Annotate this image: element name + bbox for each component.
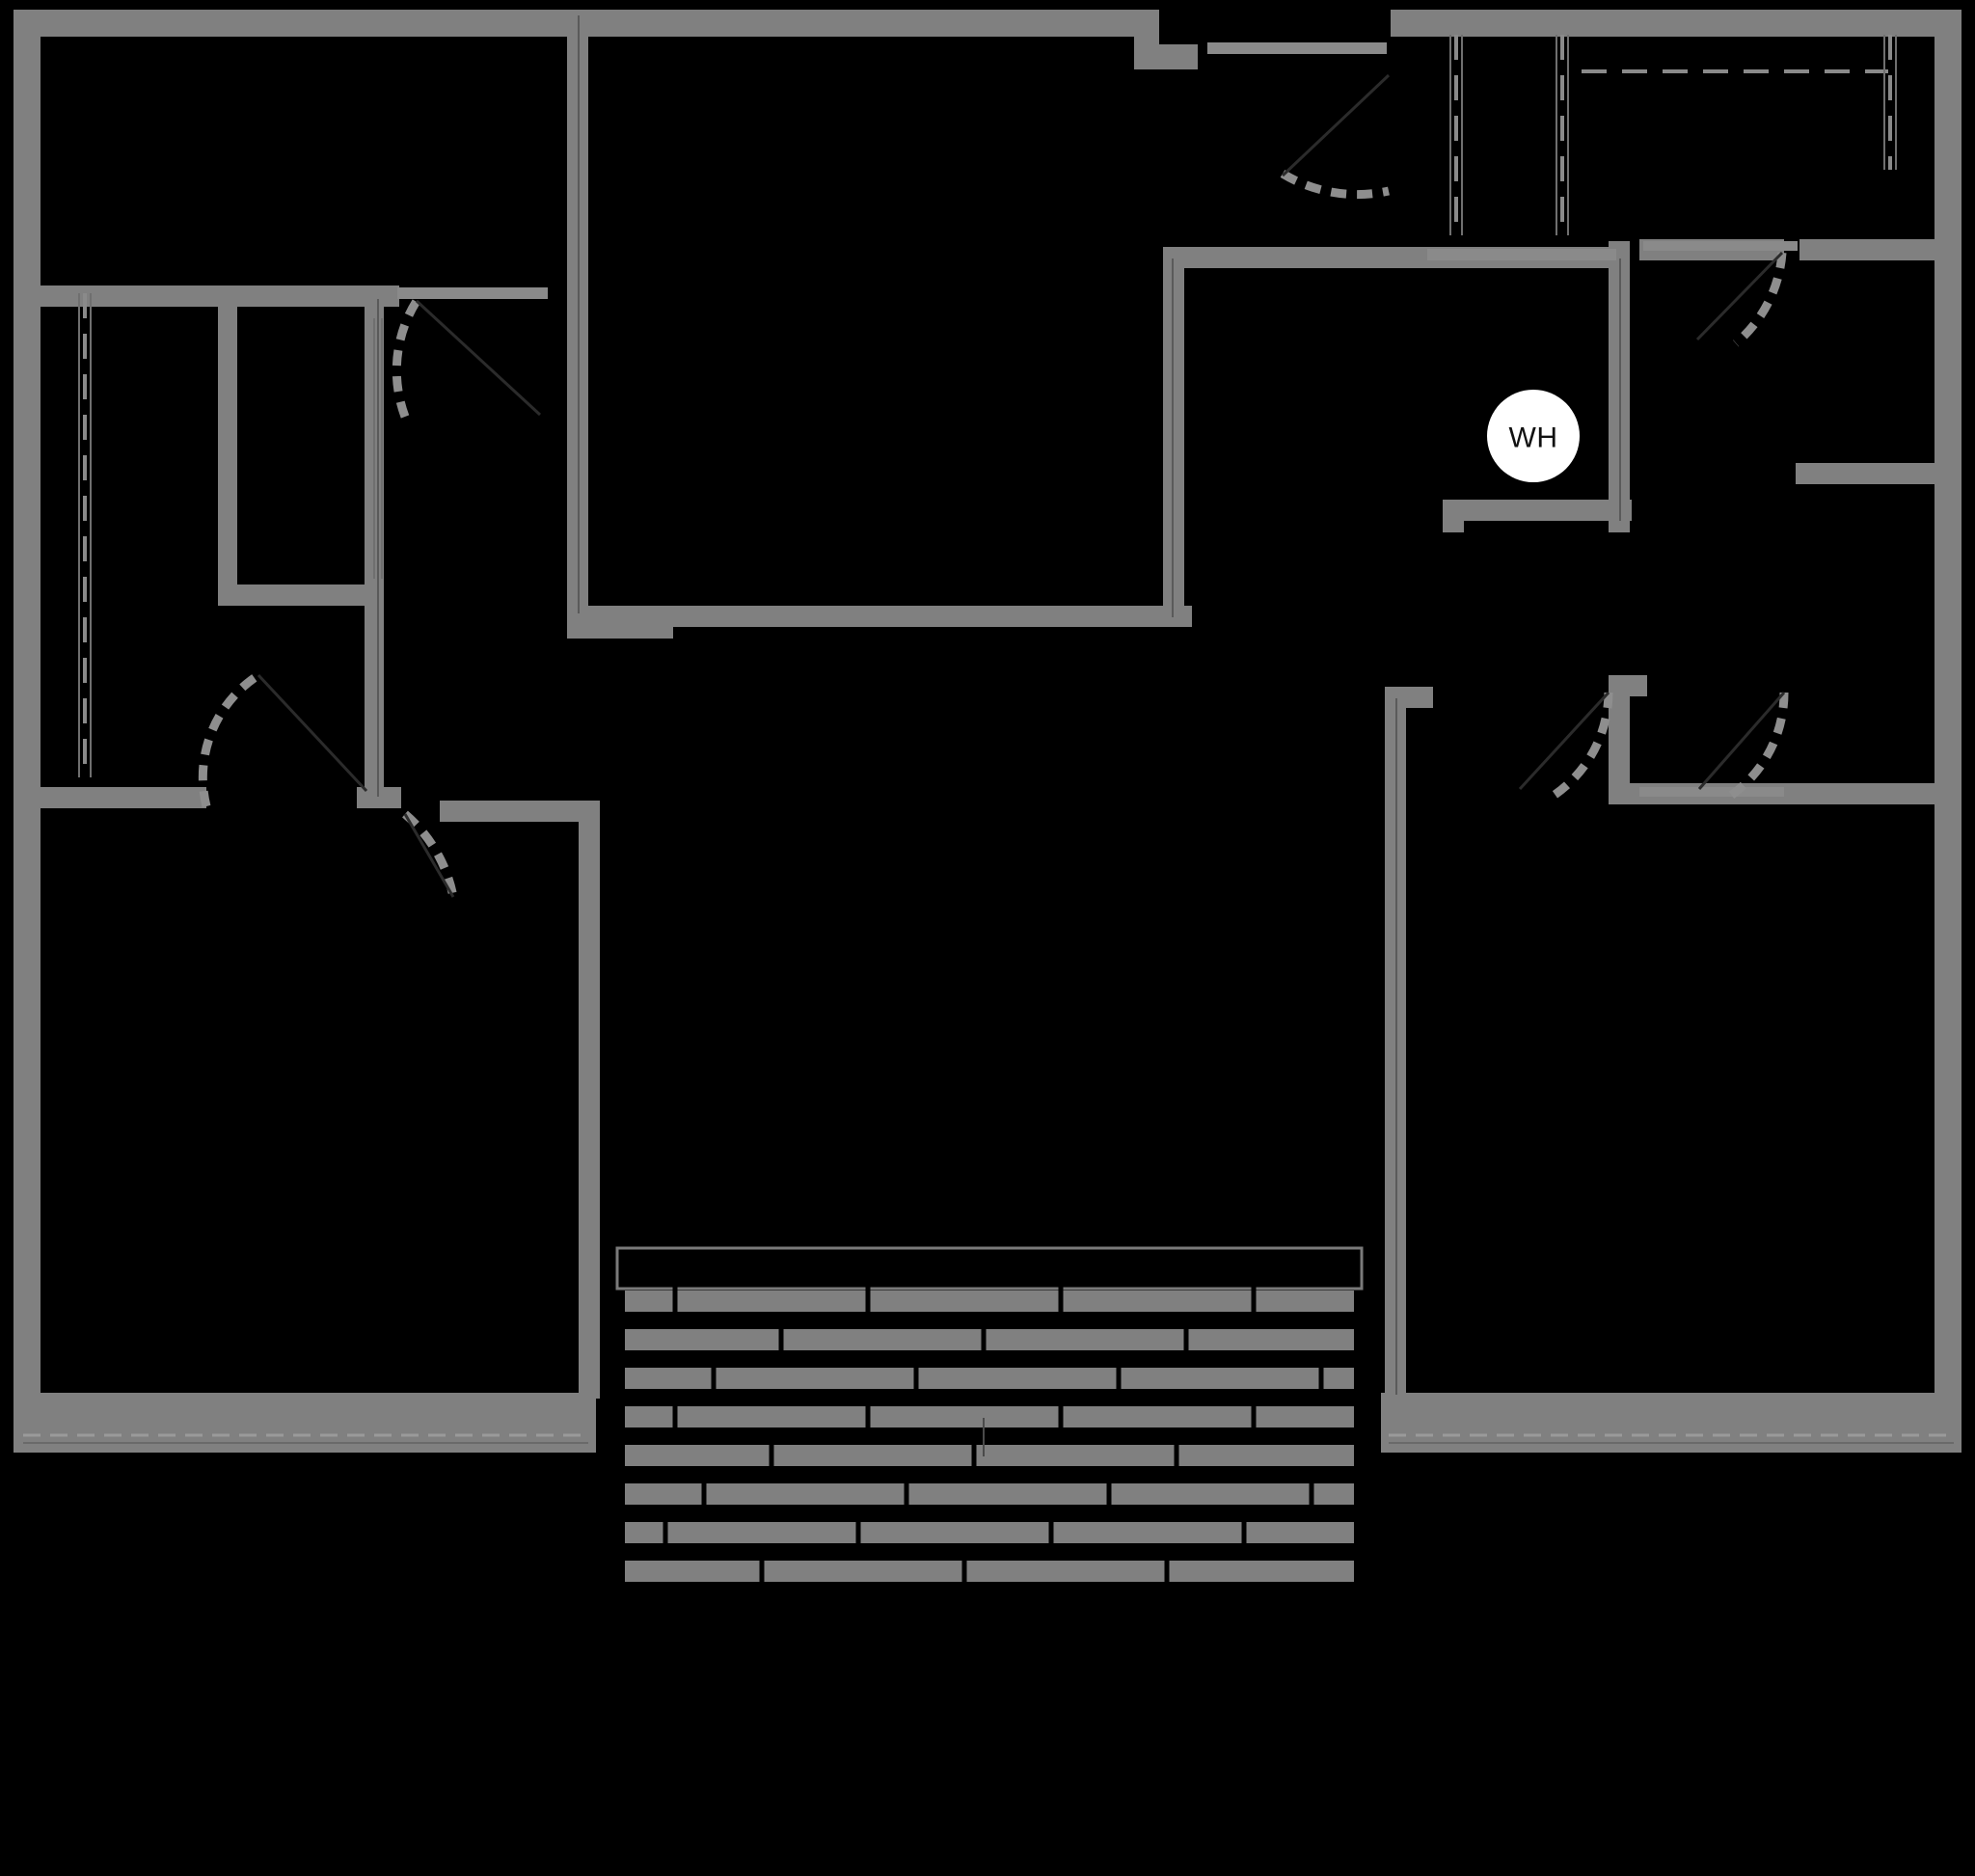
patio-course (625, 1291, 1354, 1312)
window-right-bedroom-top (1643, 241, 1798, 251)
water-heater-label: WH (1509, 422, 1558, 454)
window-top-left (397, 287, 548, 299)
interior-wall-living-left (579, 801, 600, 1399)
door-bedroom-right-top (1695, 251, 1787, 347)
interior-wall-kitchen-bottom (567, 606, 1192, 627)
exterior-wall-right (1934, 10, 1961, 1420)
interior-wall-right-top-b (1799, 239, 1961, 260)
door-arc (392, 298, 420, 419)
door-arc (1546, 692, 1613, 802)
window-right-bedroom-bottom (1639, 787, 1784, 797)
windows (23, 42, 1954, 1444)
interior-wall-hall-bottom-2 (357, 787, 401, 808)
exterior-walls (14, 10, 1961, 1453)
thin-interior-lines (377, 15, 1621, 1395)
door-bedroom-right-bottom (1697, 692, 1789, 802)
door-leaf (1697, 692, 1786, 790)
patio-course (625, 1561, 1354, 1582)
door-bedroom-upper-left (392, 298, 542, 419)
interior-wall-corridor-vertical-lower (1609, 675, 1630, 804)
door-arc (198, 671, 261, 808)
closet-rods (78, 35, 1897, 777)
door-hall-left (198, 671, 368, 808)
door-leaf (403, 813, 455, 898)
door-arc (1733, 252, 1787, 347)
patio-course (625, 1368, 1354, 1389)
interior-wall-mech-bottom-stub (1443, 500, 1464, 532)
interior-wall-living-right-cap (1385, 687, 1433, 708)
exterior-wall-top-right (1391, 10, 1961, 37)
patio-course (625, 1445, 1354, 1466)
interior-wall-hall-left (218, 585, 384, 606)
water-heater-circle[interactable] (1487, 390, 1580, 482)
interior-wall-right-middle (1796, 463, 1961, 484)
door-arc (1723, 692, 1789, 802)
patio-threshold-frame (615, 1246, 1364, 1291)
interior-wall-right-bedroom-bottom-stub (1609, 675, 1647, 696)
patio-course (625, 1522, 1354, 1543)
patio-course (625, 1329, 1354, 1350)
door-arc (1280, 170, 1390, 200)
door-hall-living (402, 810, 458, 898)
interior-wall-hall-bottom (14, 787, 206, 808)
door-leaf (257, 673, 368, 793)
patio-head-joints (663, 1283, 1324, 1590)
door-entry-foyer (1280, 73, 1391, 200)
door-leaf (1518, 691, 1610, 791)
door-swings (198, 73, 1789, 898)
interior-wall-closet-divider-1 (218, 285, 237, 604)
door-corridor-right (1518, 691, 1613, 802)
patio-courses (625, 1291, 1354, 1582)
door-arc (402, 810, 458, 898)
window-foyer-top (1207, 42, 1387, 54)
door-leaf (415, 299, 542, 417)
door-leaf (1281, 73, 1391, 177)
exterior-wall-top-notch-run (1134, 44, 1198, 69)
brick-paver-patio (615, 1246, 1364, 1590)
interior-wall-upper-left-horizontal-b (21, 285, 378, 307)
patio-course (625, 1483, 1354, 1505)
interior-wall-kitchen-bottom-stub (567, 606, 673, 639)
interior-wall-living-left-cap (440, 801, 600, 822)
door-leaf (1695, 251, 1784, 341)
patio-course (625, 1406, 1354, 1427)
closet-shelves (83, 35, 1892, 777)
water-heater-marker[interactable]: WH (1487, 390, 1580, 482)
interior-wall-mech-bottom (1443, 500, 1632, 521)
interior-walls (14, 15, 1961, 1400)
exterior-wall-left (14, 10, 41, 1420)
window-mech-top (1427, 249, 1616, 260)
